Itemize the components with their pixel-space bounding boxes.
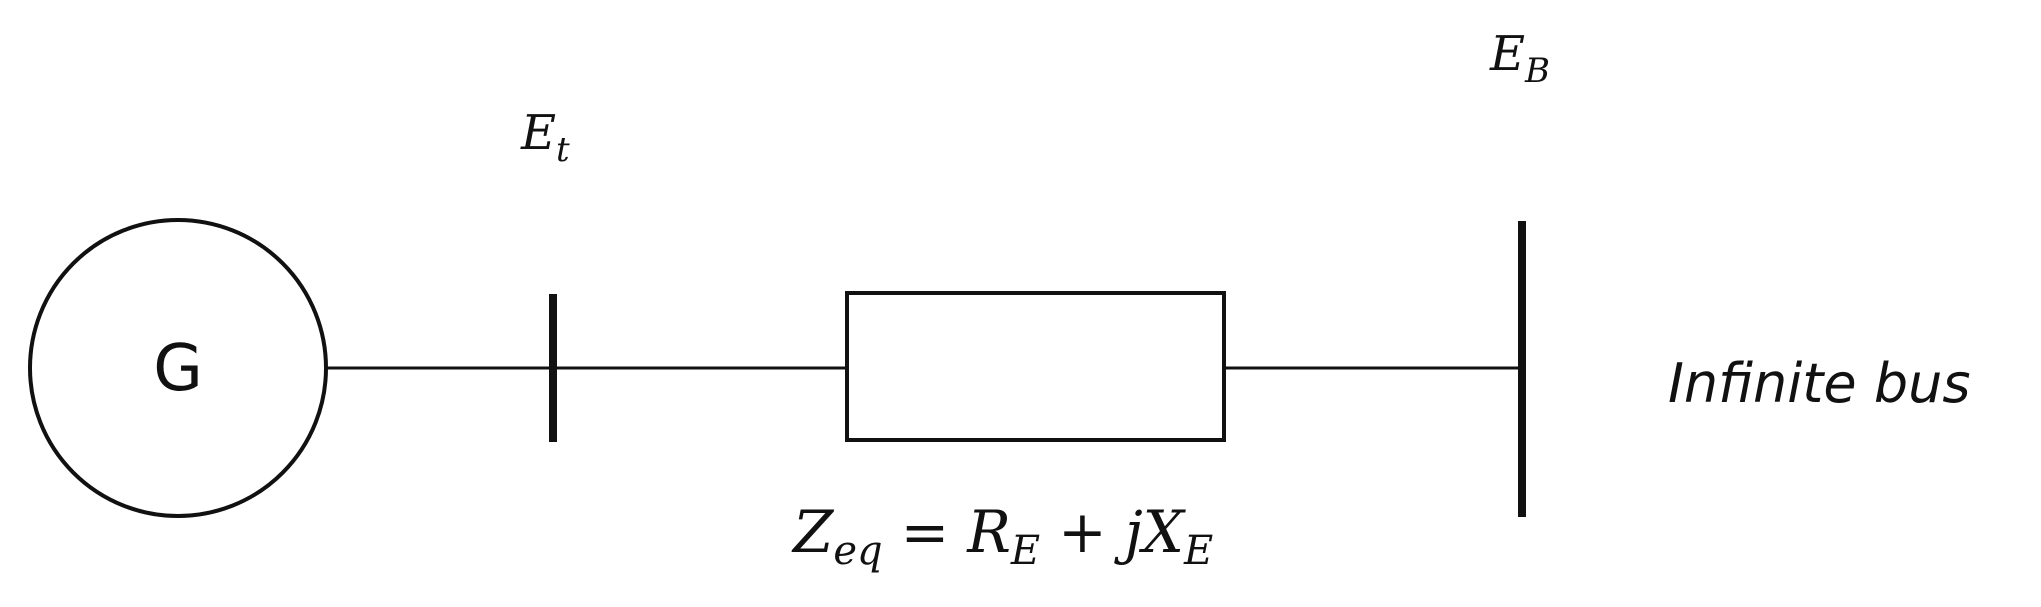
infinite-bus: EB Infinite bus	[1489, 26, 1970, 517]
generator: G	[28, 218, 328, 518]
terminal-bus: Et	[520, 105, 570, 442]
terminal-bus-label: Et	[520, 105, 570, 170]
generator-label: G	[153, 332, 203, 406]
infinite-bus-label: EB	[1489, 26, 1550, 91]
infinite-bus-caption: Infinite bus	[1668, 352, 1970, 415]
impedance-equation: Zeq=RE+jXE	[791, 498, 1213, 574]
impedance-box	[845, 291, 1226, 442]
